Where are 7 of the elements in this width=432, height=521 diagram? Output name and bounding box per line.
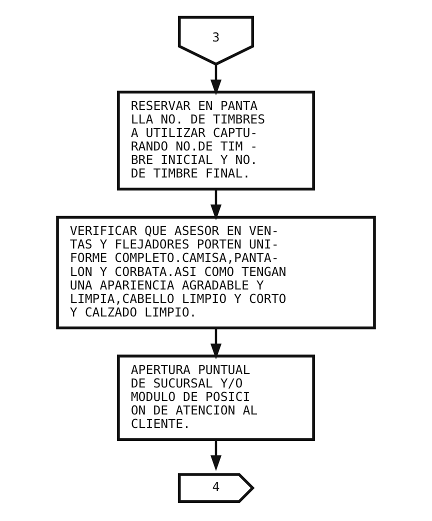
node-box: VERIFICAR QUE ASESOR EN VEN- TAS Y FLEJADORES PORTEN UNI- FORME COMPLETO.CAMISA,PANTA- LON Y CORBATA.ASI COMO TENGAN UNA APARIENCIA AGRADABLE Y LIMPIA,CABELLO LIMPIO Y CORTO Y CALZADO LIMPIO. <box>56 216 376 330</box>
node-box: APERTURA PUNTUAL DE SUCURSAL Y/O MODULO DE POSICI ON DE ATENCION AL CLIENTE. <box>117 354 315 441</box>
node-box: RESERVAR EN PANTA LLA NO. DE TIMBRES A UTILIZAR CAPTU- RANDO NO.DE TIM - BRE INICIAL Y NO. DE TIMBRE FINAL. <box>117 90 315 191</box>
arrow <box>210 440 222 472</box>
arrow <box>210 328 222 360</box>
arrow <box>210 64 222 96</box>
arrow <box>210 189 222 220</box>
